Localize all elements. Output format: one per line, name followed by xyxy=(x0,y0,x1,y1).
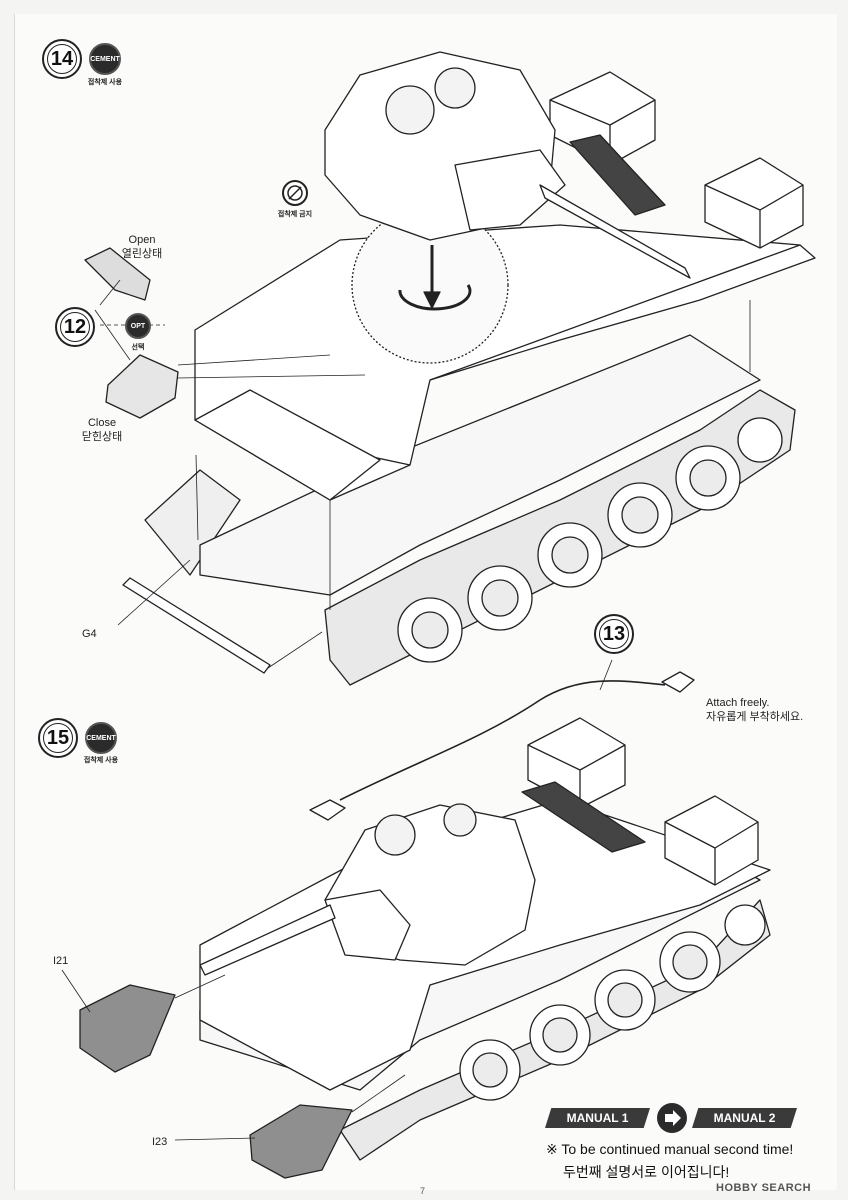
glacis-plate xyxy=(194,389,381,501)
close-label-ko: 닫힌상태 xyxy=(81,431,123,443)
track-run-left xyxy=(144,469,241,576)
cement-note: 접착제 사용 xyxy=(87,79,123,86)
attach-note-ko: 자유롭게 부착하세요. xyxy=(706,711,804,723)
part-i23-flap xyxy=(249,1104,353,1179)
fuel-box xyxy=(664,795,759,886)
page-number: 7 xyxy=(420,1186,426,1196)
gun-barrel xyxy=(539,184,691,279)
hatch-open xyxy=(84,247,151,301)
no-cement-note: 접착제 금지 xyxy=(277,211,313,218)
engine-grille xyxy=(521,781,646,853)
idler-wheel xyxy=(724,904,766,946)
opt-note: 선택 xyxy=(131,344,145,351)
step-12-number: 12 xyxy=(55,307,95,347)
engine-grille xyxy=(569,134,666,216)
tow-cable xyxy=(339,680,666,801)
gun-barrel xyxy=(199,904,336,976)
continued-note: ※ To be continued manual second time! xyxy=(546,1141,794,1157)
continued-note-ko: 두번째 설명서로 이어집니다! xyxy=(563,1164,730,1180)
close-label: Close 닫힌상태 xyxy=(72,416,132,444)
manual-1-tag: MANUAL 1 xyxy=(545,1108,650,1128)
part-i21-label: I21 xyxy=(53,955,69,967)
fuel-box xyxy=(704,157,804,249)
step-13-number: 13 xyxy=(594,614,634,654)
arrow-right-icon xyxy=(657,1103,687,1133)
open-label: Open 열린상태 xyxy=(112,233,172,261)
attach-note: Attach freely. 자유롭게 부착하세요. xyxy=(706,696,803,724)
lower-hull xyxy=(199,334,761,596)
manual-2-tag: MANUAL 2 xyxy=(692,1108,797,1128)
step-14-number: 14 xyxy=(42,39,82,79)
part-i23-label: I23 xyxy=(152,1136,168,1148)
opt-icon: OPT xyxy=(125,313,151,339)
watermark: HOBBY SEARCH xyxy=(716,1182,812,1194)
cement-note: 접착제 사용 xyxy=(83,757,119,764)
turret-ring xyxy=(351,206,509,364)
open-label-en: Open xyxy=(128,234,156,246)
step-15-number: 15 xyxy=(38,718,78,758)
open-label-ko: 열린상태 xyxy=(121,248,163,260)
part-g4-strip xyxy=(122,577,271,674)
attach-note-en: Attach freely. xyxy=(706,697,770,709)
idler-wheel xyxy=(737,417,783,463)
track-run-main xyxy=(339,899,771,1161)
no-cement-icon xyxy=(282,180,308,206)
cement-icon: CEMENT xyxy=(85,722,117,754)
cement-icon: CEMENT xyxy=(89,43,121,75)
hatch-close xyxy=(105,354,179,419)
rotate-arrow xyxy=(398,284,472,311)
close-label-en: Close xyxy=(87,417,117,429)
part-g4-label: G4 xyxy=(82,628,97,640)
part-i21-flap xyxy=(79,984,176,1073)
